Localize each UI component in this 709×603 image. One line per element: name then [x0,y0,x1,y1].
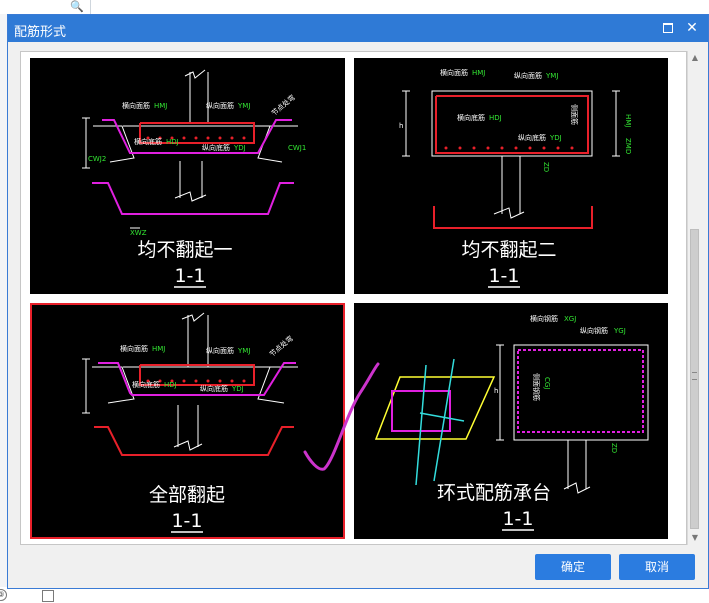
cancel-button[interactable]: 取消 [619,554,695,580]
section-label-4: 1-1 [502,508,533,530]
svg-text:纵向底筋: 纵向底筋 [202,143,230,152]
rebar-form-dialog: 配筋形式 ✕ [7,14,709,589]
svg-text:h: h [399,122,403,130]
option-uniform-unbent-2[interactable]: 横向面筋 纵向面筋 横向底筋 纵向底筋 侧面筋 HMJ YMJ HDJ YDJ … [354,58,668,294]
svg-text:YMJ: YMJ [237,102,250,110]
svg-text:XWZ: XWZ [130,229,147,237]
svg-text:节点处弯: 节点处弯 [268,334,295,359]
svg-text:YDJ: YDJ [231,385,244,393]
maximize-icon[interactable] [660,20,676,36]
svg-text:CWJ2: CWJ2 [88,155,106,163]
svg-text:ZD: ZD [610,443,618,453]
background-radio-icon: ③ [0,589,7,601]
svg-text:HMJ: HMJ [472,69,485,77]
svg-text:横向底筋: 横向底筋 [132,380,160,389]
svg-text:CGJ: CGJ [543,377,551,389]
caption-uniform-unbent-2: 均不翻起二 [461,239,556,261]
svg-text:节点处弯: 节点处弯 [270,93,297,118]
search-icon: 🔍 [70,0,84,13]
svg-text:YMJ: YMJ [237,347,250,355]
drawing-fully-bent: 横向面筋 纵向面筋 横向底筋 纵向底筋 节点处弯 HMJ YMJ HDJ YDJ… [82,312,298,533]
svg-text:纵向面筋: 纵向面筋 [206,101,234,110]
option-fully-bent[interactable]: 横向面筋 纵向面筋 横向底筋 纵向底筋 节点处弯 HMJ YMJ HDJ YDJ… [30,303,345,539]
dialog-title: 配筋形式 [14,25,67,40]
svg-text:横向底筋: 横向底筋 [457,113,485,122]
close-icon[interactable]: ✕ [686,20,698,36]
svg-text:纵向面筋: 纵向面筋 [206,346,234,355]
options-grid: 横向面筋 纵向面筋 横向底筋 纵向底筋 节点处弯 HMJ YMJ HDJ YDJ… [20,51,687,545]
svg-text:YDJ: YDJ [233,144,246,152]
svg-text:纵向底筋: 纵向底筋 [200,384,228,393]
svg-text:纵向面筋: 纵向面筋 [514,71,542,80]
svg-text:纵向钢筋: 纵向钢筋 [580,326,608,335]
ok-button[interactable]: 确定 [535,554,611,580]
section-label-3: 1-1 [171,510,202,532]
svg-text:侧面筋: 侧面筋 [570,104,579,125]
svg-text:纵向底筋: 纵向底筋 [518,133,546,142]
svg-text:横向面筋: 横向面筋 [122,101,150,110]
svg-text:HMJ: HMJ [152,345,165,353]
background-divider [90,0,91,14]
caption-fully-bent: 全部翻起 [149,484,225,506]
svg-text:侧面钢筋: 侧面钢筋 [532,373,541,401]
svg-text:HDJ: HDJ [489,114,502,122]
drawing-uniform-unbent-2: 横向面筋 纵向面筋 横向底筋 纵向底筋 侧面筋 HMJ YMJ HDJ YDJ … [399,68,632,288]
svg-text:横向面筋: 横向面筋 [440,68,468,77]
svg-text:CWJ1: CWJ1 [288,144,306,152]
svg-text:HDJ: HDJ [164,381,177,389]
svg-text:XGJ: XGJ [564,315,576,323]
drawing-uniform-unbent-1: 横向面筋 纵向面筋 横向底筋 纵向底筋 节点处弯 HMJ YMJ HDJ YDJ… [82,69,306,288]
svg-text:YGJ: YGJ [613,327,626,335]
caption-uniform-unbent-1: 均不翻起一 [137,239,232,261]
svg-text:横向面筋: 横向面筋 [120,344,148,353]
section-label-2: 1-1 [488,265,519,287]
svg-text:ZMD: ZMD [624,138,632,154]
background-bottom-strip: ③ [0,587,100,603]
svg-text:横向底筋: 横向底筋 [134,137,162,146]
svg-text:h: h [494,387,498,395]
background-search-box: 🔍 [0,0,90,15]
scroll-up-arrow-icon[interactable]: ▲ [691,53,699,62]
drawing-ring-reinforced-cap: 横向钢筋 纵向钢筋 侧面钢筋 XGJ YGJ CGJ ZD h 环式配筋承台 1… [374,314,649,531]
svg-text:横向钢筋: 横向钢筋 [530,314,558,323]
option-ring-reinforced-cap[interactable]: 横向钢筋 纵向钢筋 侧面钢筋 XGJ YGJ CGJ ZD h 环式配筋承台 1… [354,303,668,539]
svg-text:YMJ: YMJ [545,72,558,80]
svg-text:HDJ: HDJ [166,138,179,146]
dialog-titlebar: 配筋形式 ✕ [8,15,708,42]
scrollbar-thumb[interactable] [690,229,699,529]
vertical-scrollbar[interactable]: ▲ ▼ [687,51,702,545]
caption-ring-reinforced-cap: 环式配筋承台 [437,482,551,504]
svg-text:ZD: ZD [542,162,550,172]
svg-text:HMJ: HMJ [154,102,167,110]
option-uniform-unbent-1[interactable]: 横向面筋 纵向面筋 横向底筋 纵向底筋 节点处弯 HMJ YMJ HDJ YDJ… [30,58,345,294]
section-label-1: 1-1 [174,265,205,287]
svg-text:HMJ: HMJ [624,114,632,127]
background-checkbox [42,590,54,602]
svg-text:YDJ: YDJ [549,134,562,142]
scroll-down-arrow-icon[interactable]: ▼ [691,533,699,542]
